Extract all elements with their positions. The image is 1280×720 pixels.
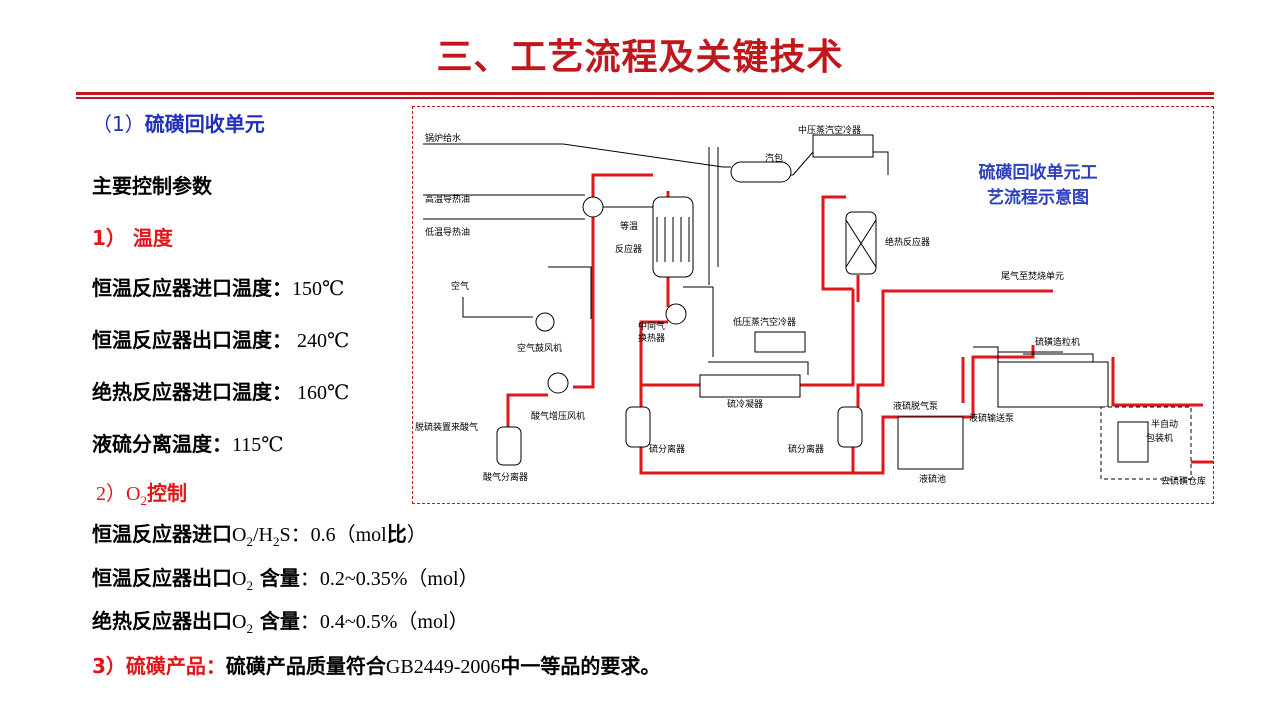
process-gas-lines — [506, 173, 1213, 475]
diagram-title-line-2: 艺流程示意图 — [987, 188, 1089, 208]
section-number: （1） — [92, 112, 145, 136]
o2-row-tail: S：0.6（mol — [279, 524, 387, 546]
o2-row-sub: 2 — [246, 621, 253, 636]
label-acid-blower: 酸气增压风机 — [531, 410, 585, 422]
o2-row-sub: 2 — [246, 578, 253, 593]
title-rule — [76, 92, 1214, 95]
label-mp-cooler: 中压蒸汽空冷器 — [798, 124, 861, 136]
product-label: 硫磺产品： — [125, 654, 226, 678]
temp-row-label: 恒温反应器进口温度： — [92, 276, 292, 300]
label-acid-sep: 酸气分离器 — [483, 471, 528, 483]
o2-row-3: 绝热反应器出口O2 含量：0.4~0.5%（mol） — [92, 605, 469, 637]
o2-row-mid: /H — [252, 524, 273, 546]
product-text-2: 中一等品的要求。 — [500, 654, 661, 678]
diagram-title-line-1: 硫磺回收单元工 — [978, 163, 1098, 183]
o2-row-1: 恒温反应器进口O2/H2S：0.6（mol比） — [92, 518, 427, 550]
label-liquid-pump: 液硫输送泵 — [969, 412, 1014, 424]
product-standard: GB2449-2006 — [385, 656, 501, 678]
temp-row-1: 恒温反应器进口温度：150℃ — [92, 272, 344, 301]
temp-row-label: 绝热反应器进口温度： — [92, 380, 292, 404]
label-iso-reactor-1: 等温 — [620, 220, 638, 232]
temp-row-label: 恒温反应器出口温度： — [92, 328, 292, 352]
equipment — [496, 134, 1192, 480]
o2-row-o: O — [232, 524, 247, 546]
temp-row-2: 恒温反应器出口温度： 240℃ — [92, 324, 349, 353]
temp-row-4: 液硫分离温度：115℃ — [92, 428, 284, 457]
label-degas-pump: 液硫脱气泵 — [893, 400, 938, 412]
o2-row-end: ） — [406, 524, 427, 546]
diagram-title: 硫磺回收单元工 艺流程示意图 — [953, 161, 1123, 211]
page-title: 三、工艺流程及关键技术 — [436, 36, 844, 78]
o2-row-label: 恒温反应器出口 — [92, 566, 232, 590]
label-air-blower: 空气鼓风机 — [517, 342, 562, 354]
label-sulfur-condenser: 硫冷凝器 — [727, 398, 763, 410]
label-sep2: 硫分离器 — [788, 443, 824, 455]
label-steam-drum: 汽包 — [765, 152, 783, 164]
o2-heading-sub: 2 — [140, 493, 147, 508]
o2-row-mid: 含量 — [252, 609, 300, 633]
o2-row-mid: 含量 — [252, 566, 300, 590]
section-heading: （1）硫磺回收单元 — [92, 108, 265, 137]
product-number: 3） — [92, 654, 126, 678]
product-line: 3）硫磺产品：硫磺产品质量符合GB2449-2006中一等品的要求。 — [92, 650, 660, 679]
label-granulator: 硫磺造粒机 — [1035, 336, 1080, 348]
reactor-packing — [656, 217, 877, 268]
label-lp-cooler: 低压蒸汽空冷器 — [733, 316, 796, 328]
label-iso-reactor-2: 反应器 — [615, 243, 642, 255]
o2-heading-suffix: 控制 — [146, 481, 187, 505]
label-ht-oil: 高温导热油 — [425, 193, 470, 205]
temp-row-value: 150℃ — [292, 278, 345, 300]
section-label: 硫磺回收单元 — [144, 112, 265, 136]
o2-row-tail: ：0.4~0.5%（mol） — [299, 611, 469, 633]
o2-row-unit: 比 — [386, 522, 407, 546]
o2-heading: 2）O2控制 — [96, 477, 187, 509]
params-heading: 主要控制参数 — [92, 174, 212, 198]
o2-row-sub: 2 — [246, 534, 253, 549]
label-pit: 液硫池 — [919, 473, 946, 485]
label-boiler-water: 锅炉给水 — [425, 132, 461, 144]
temp-row-value: 240℃ — [292, 330, 350, 352]
title-rule-thin — [76, 97, 1214, 99]
temp-row-value: 160℃ — [292, 382, 350, 404]
label-mid-hx-1: 中间气 — [638, 320, 665, 332]
o2-row-tail: ：0.2~0.35%（mol） — [299, 568, 479, 590]
product-text-1: 硫磺产品质量符合 — [225, 654, 386, 678]
label-air: 空气 — [451, 280, 469, 292]
o2-row-o: O — [232, 611, 247, 633]
label-sep1: 硫分离器 — [649, 443, 685, 455]
diagram-labels: 锅炉给水 中压蒸汽空冷器 汽包 高温导热油 低温导热油 等温 反应器 绝热反应器… — [415, 124, 1206, 487]
o2-row-label: 恒温反应器进口 — [92, 522, 232, 546]
o2-row-label: 绝热反应器出口 — [92, 609, 232, 633]
o2-heading-prefix: 2）O — [96, 483, 141, 505]
o2-row-o: O — [232, 568, 247, 590]
o2-row-sub2: 2 — [272, 534, 280, 549]
label-lt-oil: 低温导热油 — [425, 226, 470, 238]
temperature-heading: 1） 温度 — [92, 226, 173, 250]
label-mid-hx-2: 换热器 — [638, 332, 665, 344]
temp-row-label: 液硫分离温度： — [92, 432, 232, 456]
temp-row-value: 115℃ — [232, 434, 284, 456]
flow-svg: 锅炉给水 中压蒸汽空冷器 汽包 高温导热油 低温导热油 等温 反应器 绝热反应器… — [415, 124, 1213, 487]
temp-row-3: 绝热反应器进口温度： 160℃ — [92, 376, 349, 405]
process-flow-diagram: 硫磺回收单元工 艺流程示意图 — [412, 106, 1214, 504]
label-packer-1: 半自动 — [1151, 418, 1178, 430]
label-adia-reactor: 绝热反应器 — [885, 236, 930, 248]
label-warehouse: 去硫磺仓库 — [1161, 475, 1206, 487]
label-packer-2: 包装机 — [1146, 432, 1173, 444]
label-acid-gas-in: 脱硫装置来酸气 — [415, 421, 478, 433]
label-tail-gas: 尾气至焚烧单元 — [1001, 270, 1064, 282]
o2-row-2: 恒温反应器出口O2 含量：0.2~0.35%（mol） — [92, 562, 479, 594]
